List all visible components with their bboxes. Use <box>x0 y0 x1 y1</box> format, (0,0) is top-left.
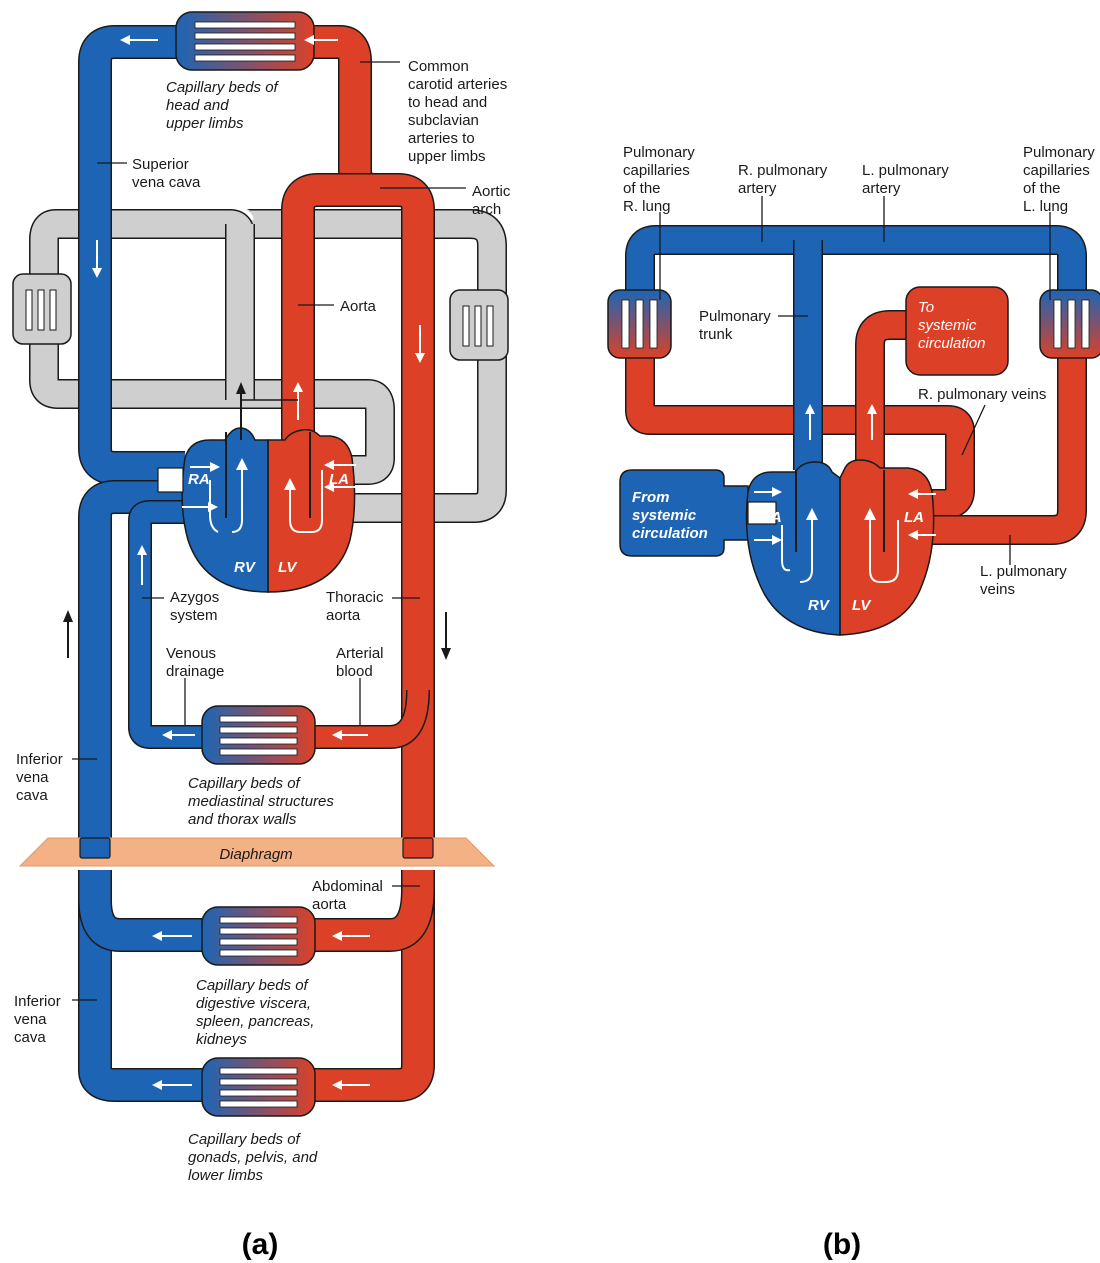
diaphragm-label: Diaphragm <box>219 846 292 863</box>
lung-capillary-l <box>1039 289 1100 359</box>
flow-arrows-b <box>805 404 877 440</box>
capillary-bed-mediastinal <box>201 705 316 765</box>
pc-l-label: Pulmonary capillaries of the L. lung <box>1023 144 1099 215</box>
to-systemic-label: To systemic circulation <box>918 299 986 352</box>
arterial-tubes <box>281 25 435 1102</box>
from-systemic-label: From systemic circulation <box>632 489 708 542</box>
la-label-b: LA <box>904 509 924 526</box>
r-pa-label: R. pulmonary artery <box>738 162 831 197</box>
leader-lines-b <box>659 196 1051 565</box>
cap-digestive-label: Capillary beds of digestive viscera, spl… <box>196 977 319 1048</box>
capillary-bed-gonads <box>201 1057 316 1117</box>
la-label-a: LA <box>329 471 349 488</box>
venous-tubes <box>78 25 210 1102</box>
abdominal-label: Abdominal aorta <box>312 878 387 913</box>
aortic-arch-label: Aortic arch <box>472 183 515 218</box>
rv-label-b: RV <box>808 597 831 614</box>
carotid-label: Common carotid arteries to head and subc… <box>408 58 511 165</box>
panel-a-caption: (a) <box>242 1228 279 1261</box>
lv-label-a: LV <box>278 559 298 576</box>
flow-arrows-a <box>92 35 425 1090</box>
pulmonary-artery-tubes <box>625 225 1087 470</box>
trunk-label: Pulmonary trunk <box>699 308 775 343</box>
l-pa-label: L. pulmonary artery <box>862 162 953 197</box>
lung-capillary-right <box>449 289 509 361</box>
diaphragm <box>18 837 496 867</box>
aorta-label: Aorta <box>340 298 377 315</box>
from-systemic-box <box>619 469 749 557</box>
panel-b-caption: (b) <box>823 1228 861 1261</box>
ra-label-b: RA <box>760 509 782 526</box>
connector-box <box>157 467 184 493</box>
pulmonary-loop-gray <box>29 208 507 523</box>
svc-label: Superior vena cava <box>132 156 201 191</box>
to-systemic-box <box>905 286 1009 376</box>
heart-a <box>181 427 356 593</box>
lung-capillary-left <box>12 273 72 345</box>
capillary-bed-head <box>175 11 315 71</box>
ivc-upper-label: Inferior vena cava <box>16 751 67 804</box>
panel-b: To systemic circulation From systemic ci… <box>607 144 1100 1261</box>
heart-b <box>745 459 936 636</box>
azygos-label: Azygos system <box>170 589 223 624</box>
capillary-bed-digestive <box>201 906 316 966</box>
lv-label-b: LV <box>852 597 872 614</box>
thoracic-label: Thoracic aorta <box>326 589 388 624</box>
venous-drainage-label: Venous drainage <box>166 645 224 680</box>
cap-gonads-label: Capillary beds of gonads, pelvis, and lo… <box>188 1131 321 1184</box>
ra-label-a: RA <box>188 471 210 488</box>
arterial-blood-label: Arterial blood <box>336 645 388 680</box>
cap-mediastinal-label: Capillary beds of mediastinal structures… <box>188 775 338 828</box>
r-pv-label: R. pulmonary veins <box>918 386 1046 403</box>
pulmonary-veins-tubes <box>625 310 1087 545</box>
black-arrows-a <box>63 382 451 660</box>
panel-a: Diaphragm Capillary beds of head and upp… <box>12 11 515 1261</box>
lung-capillary-r <box>607 289 672 359</box>
ivc-lower-label: Inferior vena cava <box>14 993 65 1046</box>
pc-r-label: Pulmonary capillaries of the R. lung <box>623 144 699 215</box>
rv-label-a: RV <box>234 559 257 576</box>
leader-lines-a <box>72 61 466 1001</box>
l-pv-label: L. pulmonary veins <box>980 563 1071 598</box>
cap-head-label: Capillary beds of head and upper limbs <box>166 79 282 132</box>
